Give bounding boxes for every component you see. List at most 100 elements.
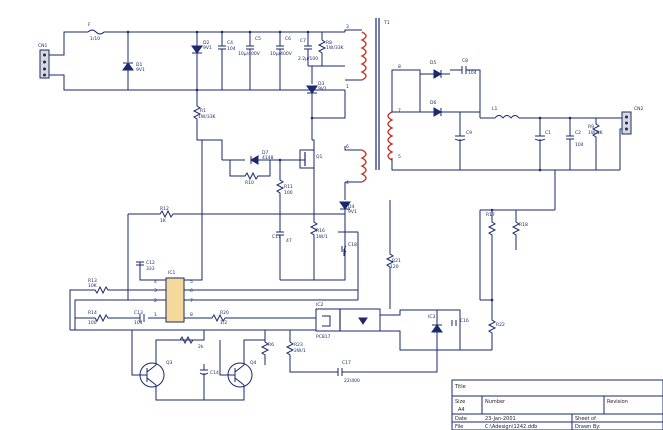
c17-cap bbox=[337, 350, 438, 376]
r13-label: R13 bbox=[88, 278, 97, 284]
c7-label: C7 bbox=[300, 38, 306, 44]
d1-label: D1 bbox=[136, 62, 142, 68]
l1-label: L1 bbox=[492, 106, 498, 112]
r16-value: 1W/1 bbox=[316, 234, 328, 240]
ic1-pin-3: 3 bbox=[154, 288, 157, 294]
d3-label: D3 bbox=[318, 81, 324, 87]
c14-label: C14 bbox=[210, 370, 219, 376]
c11-value: 47 bbox=[286, 238, 292, 244]
r12-label: R12 bbox=[160, 206, 169, 212]
d7-diode bbox=[249, 155, 259, 165]
c4-label: C4 bbox=[227, 40, 233, 46]
ic1-pin-8: 8 bbox=[190, 312, 193, 318]
c5-value: 10µ/400V bbox=[238, 51, 261, 57]
d3-diode bbox=[306, 85, 318, 94]
c2-cap bbox=[566, 118, 574, 170]
d4-value: 9V1 bbox=[348, 209, 357, 215]
r9-value: 1W/1K bbox=[588, 130, 604, 136]
q1-mosfet bbox=[299, 149, 315, 169]
c6-label: C6 bbox=[285, 36, 291, 42]
c13-label: C13 bbox=[134, 310, 143, 316]
c12-label: C12 bbox=[146, 260, 155, 266]
d7-label: D7 bbox=[262, 150, 268, 156]
t1-pin-6: 6 bbox=[346, 144, 349, 150]
file-value: C:\Adesign\1242.ddb bbox=[485, 424, 537, 430]
d2-label: D2 bbox=[203, 40, 209, 46]
r20-value: 1/2 bbox=[220, 320, 227, 326]
d7-value: 4148 bbox=[262, 155, 274, 161]
ic1-controller bbox=[165, 277, 185, 323]
r16-label: R16 bbox=[316, 228, 325, 234]
r11-label: R11 bbox=[284, 184, 293, 190]
revision-label: Revision bbox=[607, 399, 628, 405]
ic1-pin-7: 7 bbox=[190, 298, 193, 304]
c5-label: C5 bbox=[255, 36, 261, 42]
l1-inductor bbox=[480, 115, 620, 119]
fuse-label: F bbox=[88, 22, 91, 28]
ic2-optocoupler bbox=[315, 308, 381, 332]
r8-value: 1W/33K bbox=[326, 45, 345, 51]
d2-value: 9V1 bbox=[203, 45, 212, 51]
d4-diode bbox=[339, 201, 351, 210]
r17-label: R17 bbox=[486, 212, 495, 218]
cn1-label: CN1 bbox=[38, 43, 48, 49]
c5-cap bbox=[246, 32, 254, 90]
t1-primary-coil bbox=[360, 31, 367, 81]
file-label: File bbox=[455, 424, 463, 430]
drawn-label: Drawn By: bbox=[575, 424, 601, 430]
c2-value: 104 bbox=[575, 142, 584, 148]
r23-value: 2W/1 bbox=[294, 348, 306, 354]
sheet-label: Sheet of bbox=[575, 416, 596, 422]
ic1-label: IC1 bbox=[168, 270, 175, 276]
ic2-value: PC817 bbox=[316, 334, 331, 340]
c16-cap bbox=[451, 320, 457, 326]
c6-value: 10µ/400V bbox=[270, 51, 293, 57]
r8-label: R8 bbox=[326, 40, 332, 46]
c1-label: C1 bbox=[545, 130, 551, 136]
r20-label: R20 bbox=[220, 310, 229, 316]
ic1-pin-2: 2 bbox=[154, 298, 157, 304]
d4-label: D4 bbox=[348, 204, 354, 210]
t1-core bbox=[375, 18, 380, 170]
r21-label: R21 bbox=[392, 258, 401, 264]
r14-value: 100 bbox=[88, 320, 97, 326]
d1-diode bbox=[122, 62, 134, 71]
d6-diode bbox=[433, 107, 443, 117]
t1-pin-1: 1 bbox=[346, 84, 349, 90]
number-label: Number bbox=[485, 399, 506, 405]
title-block: Title Size A4 Number Revision Date 23-Ja… bbox=[451, 379, 663, 430]
date-label: Date bbox=[455, 416, 467, 422]
t1-pin-8: 8 bbox=[398, 64, 401, 70]
c9-cap bbox=[454, 112, 466, 170]
r5-resistor bbox=[179, 335, 194, 345]
c8-value: 104 bbox=[468, 70, 477, 76]
r22-label: R22 bbox=[496, 322, 505, 328]
r9-resistor bbox=[591, 118, 601, 170]
ic1-pin-4: 4 bbox=[154, 279, 157, 285]
c4-value: 104 bbox=[227, 46, 236, 52]
fuse-symbol bbox=[87, 29, 105, 35]
t1-pin-4: 4 bbox=[346, 180, 349, 186]
r21-value: 120 bbox=[390, 264, 399, 270]
c16-label: C16 bbox=[460, 318, 469, 324]
c9-label: C9 bbox=[466, 130, 472, 136]
c17-label: C17 bbox=[342, 360, 351, 366]
c4-cap bbox=[218, 32, 226, 90]
c2-label: C2 bbox=[575, 130, 581, 136]
cn2-label: CN2 bbox=[634, 106, 644, 112]
c12-value: 333 bbox=[146, 266, 155, 272]
ic1-pin-5: 5 bbox=[190, 279, 193, 285]
d5-label: D5 bbox=[430, 60, 436, 66]
c18-label: C18 bbox=[348, 242, 357, 248]
c18-cap bbox=[338, 231, 358, 256]
ic2-label: IC2 bbox=[316, 302, 323, 308]
d1-value: 9V1 bbox=[136, 67, 145, 73]
r8-resistor bbox=[317, 32, 327, 66]
c7-value: 2.2µ/100 bbox=[298, 56, 318, 62]
d3-value: 9V1 bbox=[318, 86, 327, 92]
c11-label: C11 bbox=[272, 234, 281, 240]
ic3-reference bbox=[431, 324, 443, 333]
c6-cap bbox=[276, 32, 284, 90]
t1-pin-5: 5 bbox=[398, 154, 401, 160]
